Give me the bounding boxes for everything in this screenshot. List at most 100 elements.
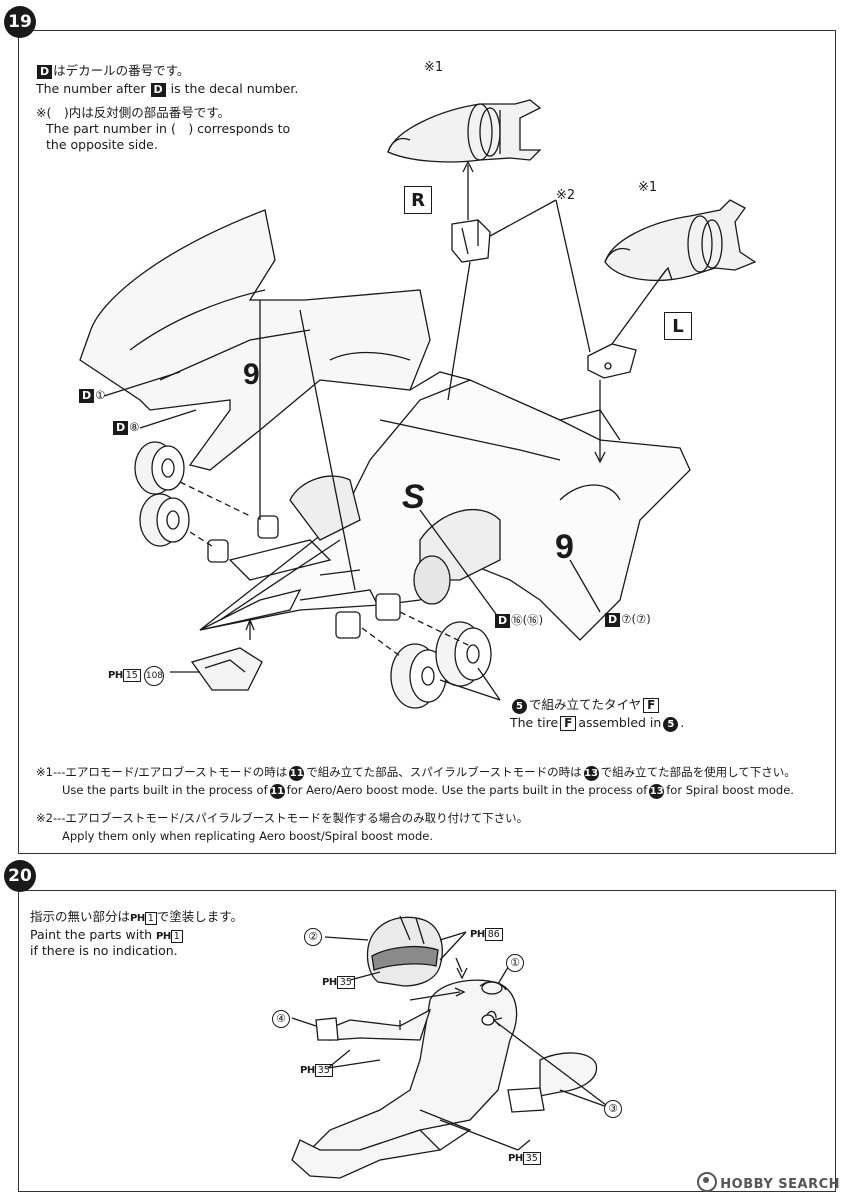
paint-code-en: 1 [170,930,183,943]
ph-prefix-en: PH [156,931,171,942]
decal-badge-d8: D [113,421,129,435]
note1-jp-b: で組み立てた部品、スパイラルブーストモードの時は [306,765,582,779]
driver-figure-icon [291,979,598,1179]
paint-code-15: 15 [122,669,141,682]
tire-front-left-icon [134,441,185,495]
ph-prefix: PH [108,670,123,681]
part-number-3: ③ [604,1100,622,1118]
note1-jp-c: で組み立てた部品を使用して下さい。 [600,765,796,779]
opposite-note-jp: ※( )内は反対側の部品番号です。 [36,105,230,120]
note2-en: Apply them only when replicating Aero bo… [62,829,433,843]
decal-letter-badge: D [37,65,53,79]
car-body-icon: S 9 [199,371,691,641]
ref1-top-label: ※1 [424,60,444,75]
decal-note-en: The number after D is the decal number. [36,80,298,97]
paint-code-108: 108 [144,666,165,686]
side-r-badge: R [404,186,432,214]
hub-left-icon [207,515,279,563]
watermark-text: HOBBY SEARCH [720,1177,840,1192]
tire-front-right-icon [390,643,447,709]
tire-note-en-after: assembled in [578,715,662,730]
tire-note-en-before: The tire [510,715,559,730]
note1-en-a: Use the parts built in the process of [62,783,268,797]
paint-note-en-a: Paint the parts with [30,927,153,942]
watermark: HOBBY SEARCH [697,1172,840,1192]
bracket-r-icon [451,219,491,263]
ph-prefix-suit: PH [300,1065,315,1076]
step-20-badge: 20 [4,860,36,892]
part-number-1-text: ① [506,954,524,972]
tire-rear-left-icon [139,493,190,547]
ref1-right-label: ※1 [638,180,658,195]
tire-step-ref-jp: 5 [512,699,527,714]
part-number-4-text: ④ [272,1010,290,1028]
part-number-3-text: ③ [604,1100,622,1118]
hobby-search-logo-icon [697,1172,718,1192]
tire-letter-en: F [560,716,577,731]
engine-pod-r-icon [387,99,542,163]
side-l-badge: L [664,312,692,340]
ph-prefix-jp: PH [130,913,145,924]
part-number-2: ② [304,928,322,946]
note1-jp-step-a: 11 [289,766,305,781]
note2-jp: ※2---エアロブーストモード/スパイラルブーストモードを製作する場合のみ取り付… [36,811,529,825]
ph-prefix-helmet: PH [322,977,337,988]
part-number-2-text: ② [304,928,322,946]
decal-badge-d1: D [79,389,95,403]
ph-prefix-boots: PH [508,1153,523,1164]
part-number-4: ④ [272,1010,290,1028]
opposite-note-en-2: the opposite side. [46,137,158,152]
rear-cowl-icon: 9 [79,209,431,471]
decal-callout-d7-num: ⑦(⑦) [621,612,651,626]
decal-callout-d1-num: ① [95,388,106,402]
helmet-icon [366,915,443,987]
step-19-badge: 19 [4,6,36,38]
note1-en-c: for Spiral boost mode. [666,783,794,797]
decal-callout-d16-num: ⑯(⑯) [511,613,544,627]
tire-step-ref-en: 5 [663,717,679,732]
decal-note-en-after: is the decal number. [170,81,299,96]
note1-en-b: for Aero/Aero boost mode. Use the parts … [286,783,648,797]
paint-note-en-2: if there is no indication. [30,943,178,958]
paint-note-jp-b: で塗装します。 [156,909,244,924]
note1-jp-a: ※1---エアロモード/エアロブーストモードの時は [36,765,288,779]
engine-pod-l-icon [604,199,757,281]
svg-text:9: 9 [243,358,260,391]
decal-note-en-before: The number after [36,81,146,96]
tire-letter-jp: F [643,698,660,713]
svg-text:S: S [402,478,425,516]
tire-note-jp-text: で組み立てたタイヤ [529,697,642,712]
ref2-label: ※2 [556,188,576,203]
part-number-1: ① [506,954,524,972]
paint-code-helmet: 35 [336,976,355,989]
paint-note-jp-a: 指示の無い部分は [30,909,131,924]
floor-part-icon [190,647,263,691]
paint-code-jp: 1 [144,912,157,925]
paint-code-visor: 86 [484,928,503,941]
decal-badge-d16: D [495,614,511,628]
decal-letter-badge-en: D [150,83,166,97]
svg-text:9: 9 [555,528,574,566]
opposite-note-en-1: The part number in ( ) corresponds to [46,121,291,136]
note1-en-step-b: 13 [649,784,665,799]
hub-right-icon [335,593,401,639]
note1-jp-step-b: 13 [583,766,599,781]
